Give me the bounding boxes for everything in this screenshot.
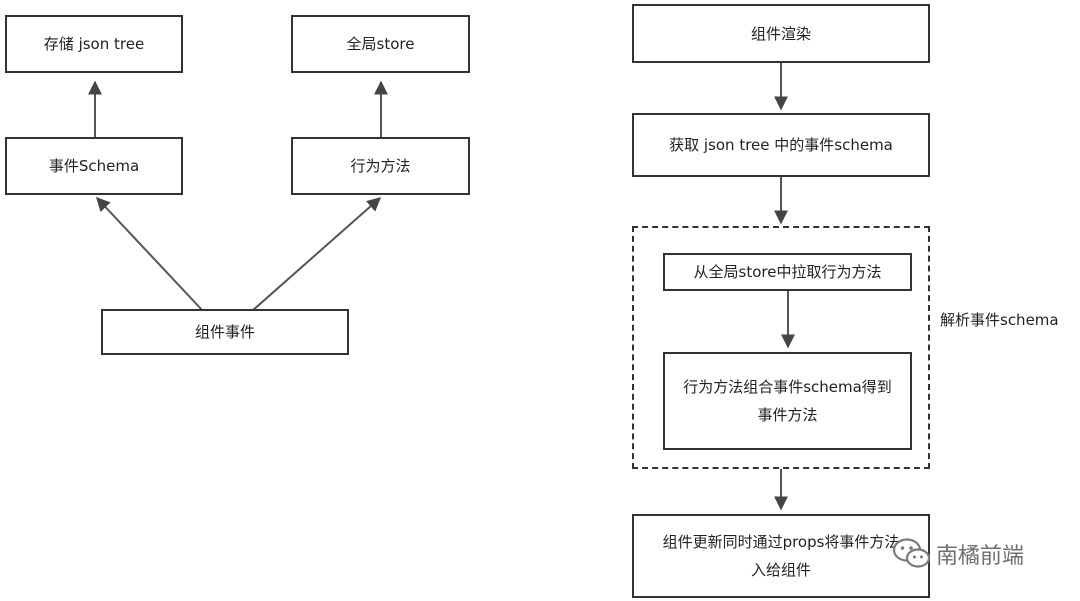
node-update-component: 组件更新同时通过props将事件方法 入给组件	[632, 514, 930, 598]
node-combine-line1: 行为方法组合事件schema得到	[683, 378, 892, 396]
watermark-text: 南橘前端	[936, 544, 1025, 569]
node-combine-event-methods: 行为方法组合事件schema得到 事件方法	[663, 352, 912, 450]
node-component-event-label: 组件事件	[194, 323, 255, 341]
node-event-schema-label: 事件Schema	[48, 157, 140, 175]
node-component-render: 组件渲染	[632, 4, 930, 63]
wechat-icon	[892, 538, 931, 568]
arrow-component-event-to-behavior	[251, 197, 382, 312]
node-component-render-label: 组件渲染	[750, 24, 811, 43]
node-combine-line2: 事件方法	[757, 406, 818, 424]
node-get-event-schema-label: 获取 json tree 中的事件schema	[669, 136, 893, 154]
node-global-store-label: 全局store	[346, 35, 415, 53]
node-update-line2: 入给组件	[750, 561, 811, 579]
node-behavior-methods: 行为方法	[291, 137, 470, 195]
parse-event-schema-group	[632, 226, 930, 469]
node-component-event: 组件事件	[101, 309, 349, 355]
node-global-store: 全局store	[291, 15, 470, 73]
node-pull-behavior-label: 从全局store中拉取行为方法	[693, 263, 882, 281]
node-behavior-methods-label: 行为方法	[350, 157, 411, 175]
node-pull-behavior: 从全局store中拉取行为方法	[663, 253, 912, 291]
watermark: 南橘前端	[892, 534, 1052, 574]
parse-event-schema-group-label: 解析事件schema	[940, 311, 1059, 329]
node-store-json-tree-label: 存储 json tree	[43, 35, 145, 53]
node-update-line1: 组件更新同时通过props将事件方法	[662, 533, 900, 551]
node-store-json-tree: 存储 json tree	[5, 15, 183, 73]
arrow-component-event-to-event-schema	[96, 196, 204, 312]
node-get-event-schema: 获取 json tree 中的事件schema	[632, 113, 930, 177]
node-event-schema: 事件Schema	[5, 137, 183, 195]
